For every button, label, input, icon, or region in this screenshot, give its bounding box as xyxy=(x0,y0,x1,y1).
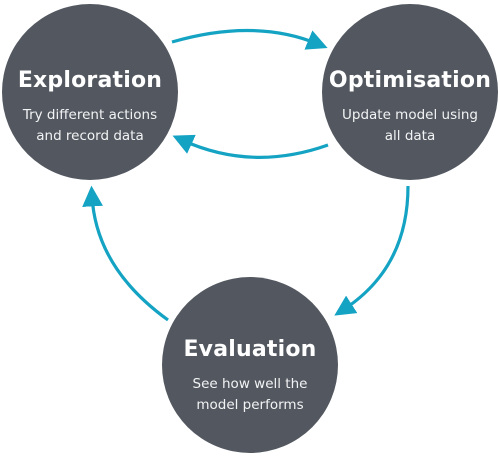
arrow-optimisation-to-evaluation xyxy=(334,185,410,316)
arrow-exploration-to-optimisation xyxy=(171,28,328,50)
node-title: Evaluation xyxy=(183,337,317,362)
node-evaluation: Evaluation See how well the model perfor… xyxy=(162,277,338,453)
node-description: See how well the model performs xyxy=(192,376,308,413)
arrow-evaluation-to-exploration xyxy=(82,185,169,322)
node-title: Exploration xyxy=(17,68,163,93)
node-description: Update model using all data xyxy=(342,107,478,144)
node-exploration: Exploration Try different actions and re… xyxy=(2,4,178,180)
node-optimisation: Optimisation Update model using all data xyxy=(322,4,498,180)
node-description: Try different actions and record data xyxy=(22,107,158,144)
node-title: Optimisation xyxy=(328,68,492,93)
arrow-optimisation-to-exploration xyxy=(172,134,329,159)
